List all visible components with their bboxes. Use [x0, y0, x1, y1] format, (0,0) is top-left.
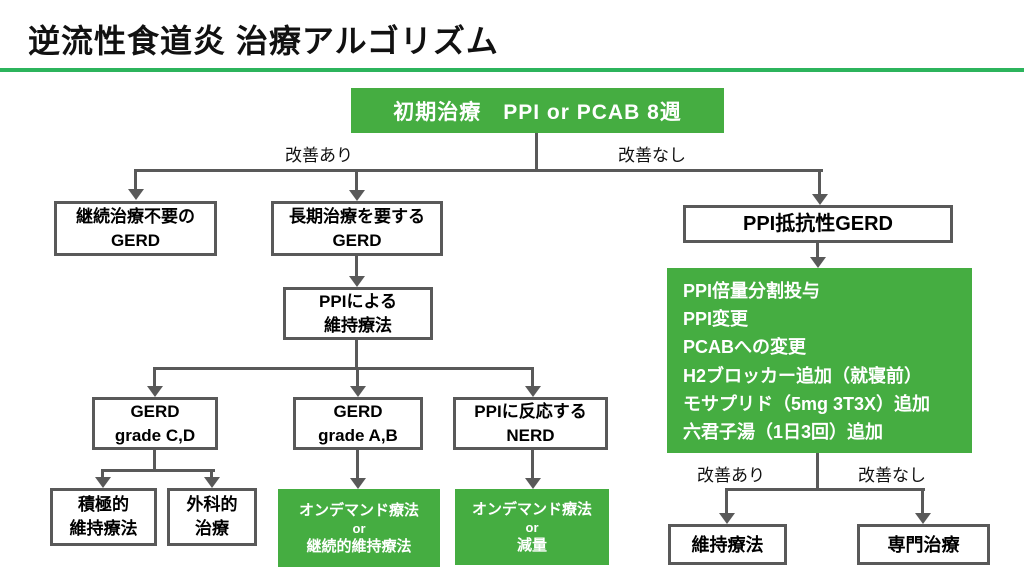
arrow-down-icon [350, 478, 366, 489]
connector-to-ppi-resistant [818, 169, 821, 195]
connector-to-gerd-cd [153, 367, 156, 387]
connector-longterm-to-maintenance [355, 256, 358, 277]
arrow-down-icon [525, 478, 541, 489]
page-title: 逆流性食道炎 治療アルゴリズム [28, 23, 499, 59]
branch-label-not-improved: 改善なし [618, 146, 686, 165]
connector-gerdcd-down [153, 450, 156, 472]
connector-to-nerd [531, 367, 534, 387]
arrow-down-icon [349, 276, 365, 287]
arrow-down-icon [525, 386, 541, 397]
option-item: モサプリド（5mg 3T3X）追加 [683, 393, 931, 414]
connector-options-down [816, 453, 819, 491]
node-no-continuous-gerd: 継続治療不要の GERD [54, 201, 217, 256]
connector-bottom-branch [725, 488, 925, 491]
connector-to-no-continuous [134, 169, 137, 190]
node-gerd-grade-cd: GERD grade C,D [92, 397, 218, 450]
node-maintenance-therapy: 維持療法 [668, 524, 787, 565]
connector-gerdcd-branch [101, 469, 215, 472]
node-line: GERD [333, 401, 383, 421]
option-item: PPI倍量分割投与 [683, 281, 821, 302]
branch-label-improved: 改善あり [285, 146, 353, 165]
option-item: H2ブロッカー追加（就寝前） [683, 365, 923, 386]
node-line: grade C,D [114, 425, 196, 445]
connector-to-maintenance [725, 488, 728, 514]
node-line: grade A,B [318, 425, 398, 445]
node-line: 長期治療を要する [289, 206, 425, 226]
connector-gerdab-down [356, 450, 359, 479]
connector-to-long-term [355, 169, 358, 191]
node-line: 外科的 [186, 495, 238, 514]
arrow-down-icon [812, 194, 828, 205]
arrow-down-icon [147, 386, 163, 397]
node-surgical-treatment: 外科的 治療 [167, 488, 257, 546]
node-line: 継続的維持療法 [306, 537, 412, 555]
node-active-maintenance: 積極的 維持療法 [50, 488, 157, 546]
node-line: or [352, 520, 366, 536]
connector-to-gerd-ab [356, 367, 359, 387]
node-line: PPIによる [319, 291, 397, 311]
node-line: 積極的 [78, 495, 129, 514]
node-nerd: PPIに反応する NERD [453, 397, 608, 450]
node-initial-treatment: 初期治療 PPI or PCAB 8週 [351, 88, 724, 133]
node-specialist-treatment: 専門治療 [857, 524, 990, 565]
connector-maintenance-down [355, 340, 358, 370]
node-line: GERD [332, 230, 382, 250]
node-line: NERD [506, 425, 555, 445]
arrow-down-icon [915, 513, 931, 524]
node-label: 初期治療 PPI or PCAB 8週 [393, 100, 682, 124]
title-divider [0, 68, 1024, 72]
option-item: PCABへの変更 [683, 337, 807, 358]
node-line: オンデマンド療法 [471, 500, 592, 518]
connector-top-branch [134, 169, 823, 172]
connector-resistant-to-options [816, 243, 819, 258]
node-label: 専門治療 [887, 534, 960, 555]
connector-to-surgical [210, 469, 213, 478]
connector-initial-down [535, 133, 538, 172]
node-ondemand-or-continuous: オンデマンド療法 or 継続的維持療法 [278, 489, 440, 567]
branch-label-improved-bottom: 改善あり [697, 466, 765, 485]
node-ppi-resistant-gerd: PPI抵抗性GERD [683, 205, 953, 243]
node-line: 維持療法 [69, 519, 138, 538]
arrow-down-icon [349, 190, 365, 201]
arrow-down-icon [128, 189, 144, 200]
node-resistant-options: PPI倍量分割投与 PPI変更 PCABへの変更 H2ブロッカー追加（就寝前） … [667, 268, 972, 453]
node-line: 維持療法 [324, 315, 392, 335]
node-label: PPI抵抗性GERD [742, 213, 894, 235]
arrow-down-icon [810, 257, 826, 268]
connector-to-active [101, 469, 104, 478]
node-line: GERD [110, 230, 161, 250]
node-ondemand-or-reduce: オンデマンド療法 or 減量 [455, 489, 609, 565]
branch-label-not-improved-bottom: 改善なし [858, 466, 926, 485]
node-line: 減量 [516, 536, 547, 554]
node-line: or [525, 519, 539, 535]
node-ppi-maintenance: PPIによる 維持療法 [283, 287, 433, 340]
node-line: PPIに反応する [474, 401, 587, 421]
node-long-term-gerd: 長期治療を要する GERD [271, 201, 443, 256]
connector-to-specialist [921, 488, 924, 514]
connector-nerd-down [531, 450, 534, 479]
arrow-down-icon [95, 477, 111, 488]
node-gerd-grade-ab: GERD grade A,B [293, 397, 423, 450]
arrow-down-icon [204, 477, 220, 488]
node-line: 継続治療不要の [76, 206, 195, 226]
option-item: 六君子湯（1日3回）追加 [683, 421, 884, 442]
arrow-down-icon [719, 513, 735, 524]
arrow-down-icon [350, 386, 366, 397]
node-line: 治療 [195, 519, 229, 538]
connector-mid-branch [153, 367, 534, 370]
node-line: オンデマンド療法 [298, 501, 419, 519]
option-item: PPI変更 [683, 309, 749, 330]
node-line: GERD [130, 401, 180, 421]
node-label: 維持療法 [691, 534, 764, 555]
